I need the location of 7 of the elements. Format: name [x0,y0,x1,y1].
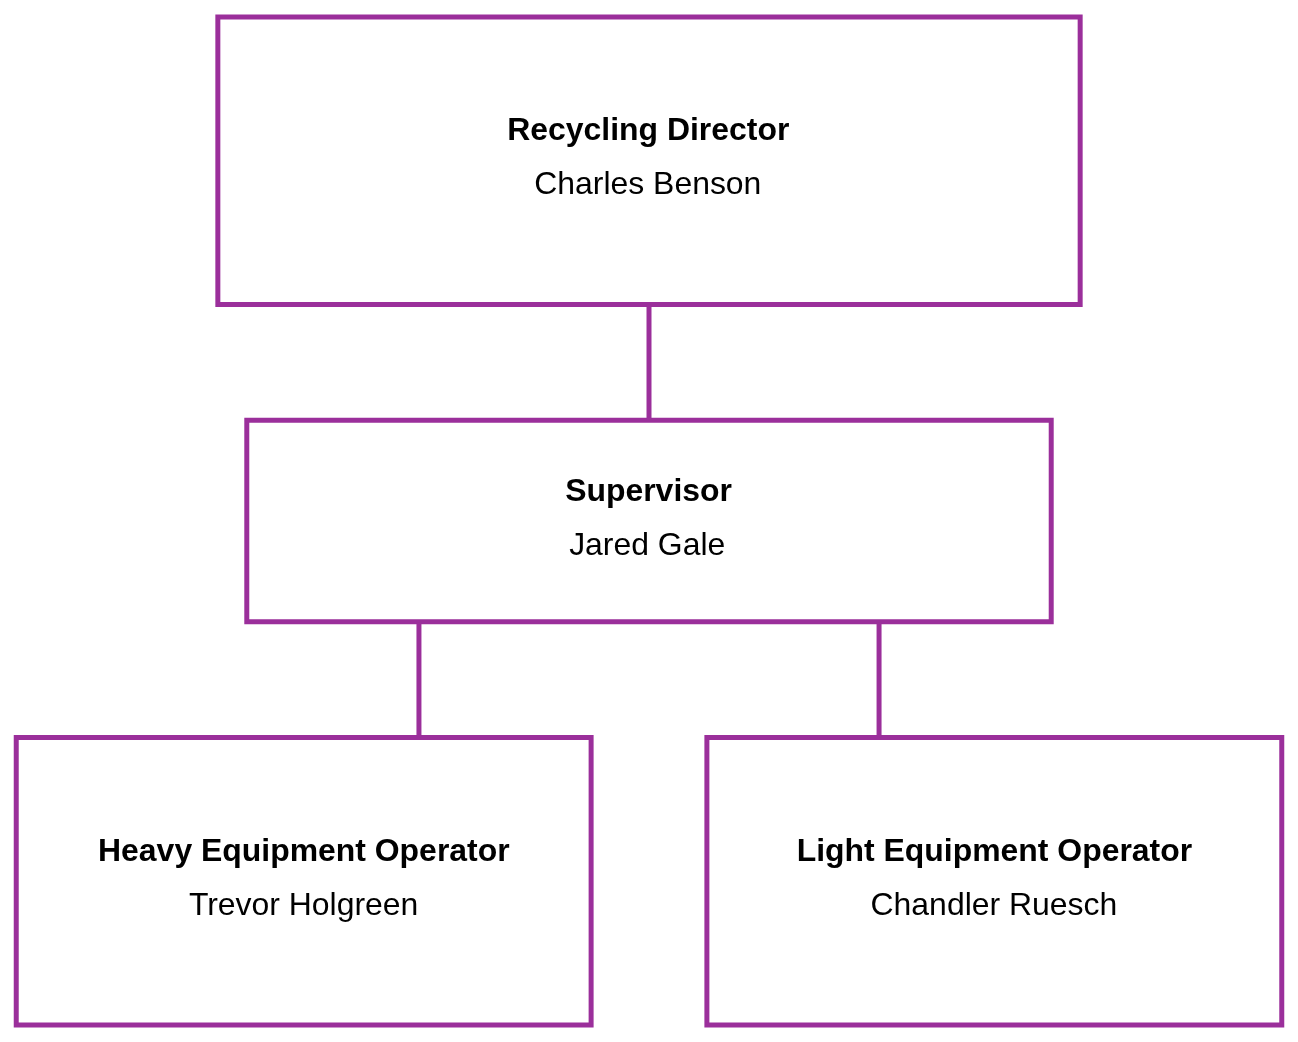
node-box: Supervisor Jared Gale [244,417,1054,625]
connector [416,622,422,738]
connector [646,304,652,420]
connector [876,622,882,738]
node-box: Light Equipment Operator Chandler Ruesch [704,735,1285,1028]
node-box: Recycling Director Charles Benson [215,14,1083,307]
node-box: Heavy Equipment Operator Trevor Holgreen [13,735,594,1028]
